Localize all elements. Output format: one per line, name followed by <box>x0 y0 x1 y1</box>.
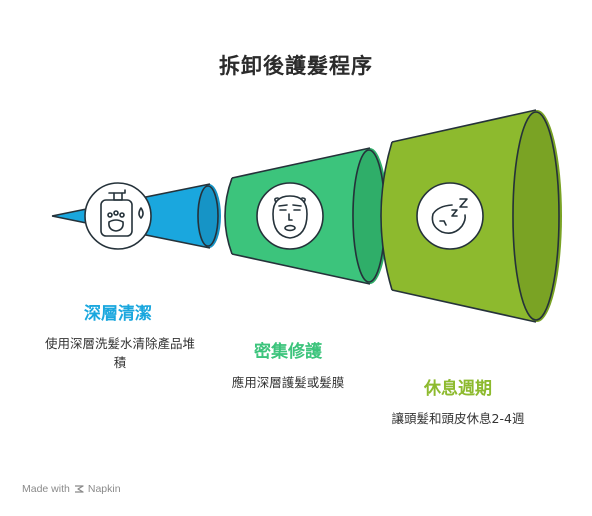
stage-1-description: 使用深層洗髮水清除產品堆積 <box>44 336 195 370</box>
stage-1-heading: 深層清潔 <box>84 304 152 324</box>
stage-2-heading: 密集修護 <box>254 342 322 362</box>
shampoo-bottle-icon <box>84 182 152 250</box>
stage-3-heading: 休息週期 <box>424 379 492 399</box>
napkin-logo-icon <box>74 485 84 493</box>
stage-2-description: 應用深層護髮或髮膜 <box>231 375 345 390</box>
rest-timer-icon <box>416 182 484 250</box>
napkin-brand-label: Napkin <box>87 483 121 495</box>
stage-3-cone <box>380 109 562 323</box>
page-title: 拆卸後護髮程序 <box>219 54 373 78</box>
made-with-label: Made with <box>22 483 70 495</box>
footer-attribution: Made with Napkin <box>22 483 121 495</box>
stage-3-description: 讓頭髮和頭皮休息2-4週 <box>391 411 525 426</box>
face-mask-icon <box>256 182 324 250</box>
